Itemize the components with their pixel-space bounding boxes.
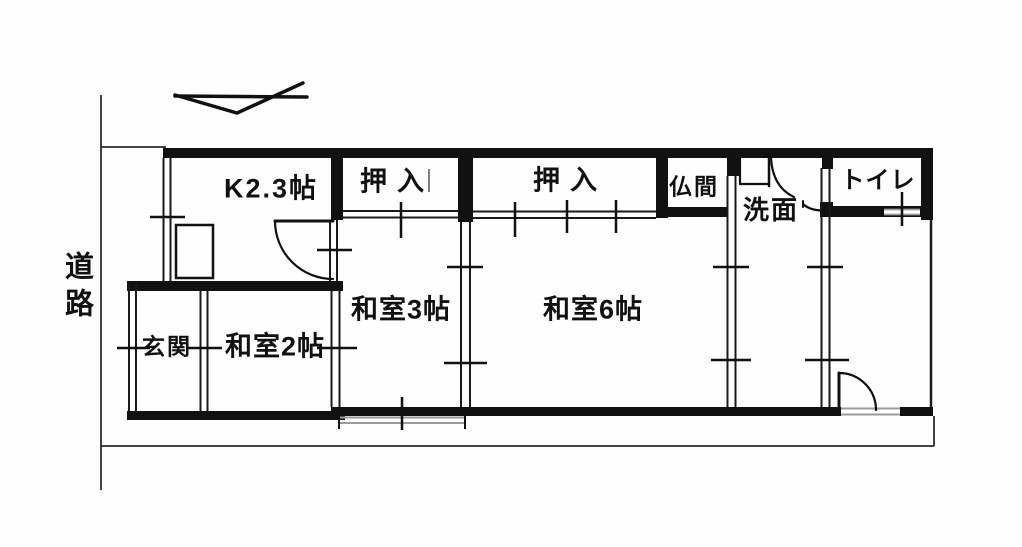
north-arrow-icon — [173, 81, 309, 115]
room-label-washroom: 洗面 — [742, 195, 800, 225]
doors — [273, 148, 878, 412]
kitchen-door — [273, 219, 335, 281]
wall-entrance-tatami2-divider — [199, 291, 209, 411]
wall-tatami3-tatami6-divider — [460, 222, 471, 407]
wall-right-upper — [921, 148, 933, 220]
corridor-sliding-opening — [841, 407, 900, 416]
wall-toilet-bottom — [833, 206, 932, 217]
wall-closet-divider — [458, 148, 473, 222]
toilet-door — [801, 200, 830, 212]
washroom-door — [738, 148, 796, 199]
room-label-tatami2: 和室2帖 — [224, 331, 326, 362]
room-label-closet1: 押入 — [360, 166, 434, 197]
wall-closet1-left — [331, 148, 343, 220]
room-label-butsuma: 仏間 — [669, 173, 719, 200]
wall-washroom-toilet-cap — [822, 155, 833, 169]
wall-main-bottom-left — [331, 407, 841, 416]
kitchen-sink — [174, 223, 215, 280]
site-boundary — [100, 95, 935, 490]
room-label-entrance: 玄関 — [142, 333, 192, 360]
room-label-tatami6: 和室6帖 — [542, 294, 644, 325]
wall-top — [163, 148, 933, 158]
walls — [127, 148, 933, 420]
wall-entrance-bottom — [127, 411, 345, 420]
wall-main-bottom-right — [900, 407, 933, 416]
room-label-toilet: トイレ — [840, 167, 916, 194]
closet2-sliding-door — [473, 210, 656, 219]
road-label: 道路 — [60, 251, 93, 325]
room-label-tatami3: 和室3帖 — [350, 294, 452, 325]
wall-butsuma-bottom — [656, 207, 727, 217]
wall-corridor-divider — [820, 168, 831, 407]
wall-butsuma-left — [656, 148, 668, 218]
wall-butsuma-right — [727, 148, 739, 176]
fixtures — [174, 169, 430, 280]
room-label-kitchen: K2.3帖 — [223, 173, 319, 204]
wall-kitchen-left-window — [162, 158, 172, 283]
tick-marks — [117, 192, 904, 430]
wall-kitchen-bottom — [127, 281, 343, 291]
corridor-door — [837, 371, 878, 412]
wall-tatami6-right — [726, 176, 737, 407]
room-label-closet2: 押入 — [533, 165, 607, 196]
